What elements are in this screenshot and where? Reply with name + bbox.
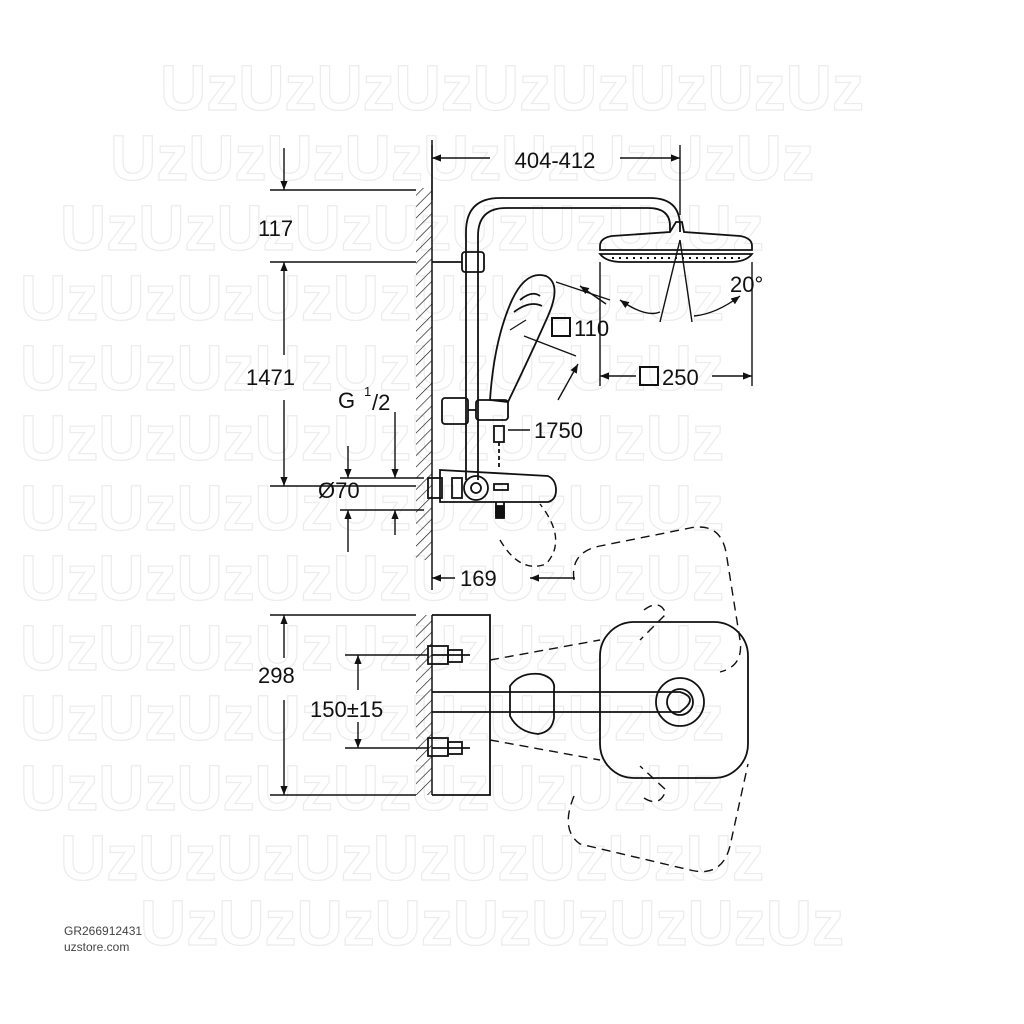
dim-298: 298 xyxy=(258,663,295,688)
head-position-lower xyxy=(567,763,749,873)
head-position-upper xyxy=(572,526,742,673)
svg-text:UzUzUzUzUzUzUzUzUz: UzUzUzUzUzUzUzUzUz xyxy=(20,472,724,544)
dim-117: 117 xyxy=(258,216,293,241)
dim-diameter: Ø70 xyxy=(318,478,360,503)
svg-text:UzUzUzUzUzUzUzUzUz: UzUzUzUzUzUzUzUzUz xyxy=(20,682,724,754)
shower-head xyxy=(599,221,753,251)
svg-text:UzUzUzUzUzUzUzUzUz: UzUzUzUzUzUzUzUzUz xyxy=(20,542,724,614)
website-link[interactable]: uzstore.com xyxy=(64,940,130,954)
hand-shower-top xyxy=(509,672,556,735)
top-labels: 298 150±15 xyxy=(258,663,383,722)
mixer-knob xyxy=(463,475,489,501)
svg-text:UzUzUzUzUzUzUzUzUz: UzUzUzUzUzUzUzUzUz xyxy=(60,192,764,264)
mixer-top xyxy=(432,614,491,796)
dim-centers: 150±15 xyxy=(310,697,383,722)
side-dimensions xyxy=(270,145,753,582)
svg-text:UzUzUzUzUzUzUzUzUz: UzUzUzUzUzUzUzUzUz xyxy=(20,402,724,474)
side-labels: 404-412 117 1471 20° 110 250 1750 G 1 /2… xyxy=(246,148,763,591)
square-symbol-icon xyxy=(551,317,571,337)
square-symbol-icon xyxy=(639,366,659,386)
dim-thread-g: G xyxy=(338,388,355,413)
shower-riser xyxy=(465,197,681,480)
dim-hose: 1750 xyxy=(534,418,583,443)
dim-width-top: 404-412 xyxy=(515,148,596,173)
svg-text:UzUzUzUzUzUzUzUzUz: UzUzUzUzUzUzUzUzUz xyxy=(20,612,724,684)
svg-text:UzUzUzUzUzUzUzUzUz: UzUzUzUzUzUzUzUzUz xyxy=(20,752,724,824)
dim-1471: 1471 xyxy=(246,365,295,390)
watermark: UzUzUzUzUzUzUzUzUz UzUzUzUzUzUzUzUzUz Uz… xyxy=(19,51,864,959)
svg-text:UzUzUzUzUzUzUzUzUz: UzUzUzUzUzUzUzUzUz xyxy=(20,332,724,404)
shower-head-top xyxy=(599,621,749,779)
top-dimensions xyxy=(270,614,428,796)
hand-shower xyxy=(489,274,556,403)
svg-text:UzUzUzUzUzUzUzUzUz: UzUzUzUzUzUzUzUzUz xyxy=(20,262,724,334)
svg-text:UzUzUzUzUzUzUzUzUz: UzUzUzUzUzUzUzUzUz xyxy=(140,887,844,959)
hose-dashed xyxy=(499,503,557,567)
dim-head: 250 xyxy=(662,365,699,390)
product-code: GR266912431 xyxy=(64,924,143,938)
svg-text:UzUzUzUzUzUzUzUzUz: UzUzUzUzUzUzUzUzUz xyxy=(160,52,864,124)
wall-hatch xyxy=(416,188,432,560)
top-view xyxy=(416,526,749,873)
dim-angle: 20° xyxy=(730,272,763,297)
dim-thread-den: /2 xyxy=(372,390,390,415)
dim-hand-shower: 110 xyxy=(574,316,609,341)
mixer-body xyxy=(439,469,557,503)
svg-text:UzUzUzUzUzUzUzUzUz: UzUzUzUzUzUzUzUzUz xyxy=(60,822,764,894)
dim-169: 169 xyxy=(460,566,497,591)
dim-thread-num: 1 xyxy=(364,384,371,399)
shower-arm-top xyxy=(432,691,691,713)
slide-holder xyxy=(441,397,469,425)
